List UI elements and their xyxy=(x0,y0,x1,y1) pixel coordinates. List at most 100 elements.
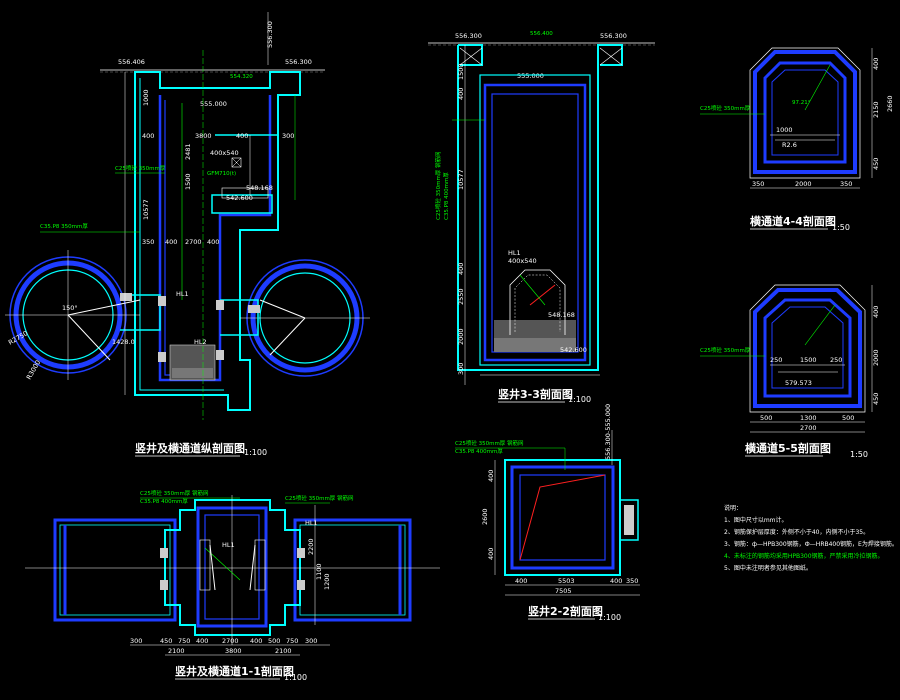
t55-d7: 2000 xyxy=(872,349,880,366)
t55-d5: 1500 xyxy=(800,356,817,364)
t55-lining: C25喷砼 350mm厚 xyxy=(700,346,751,354)
s22-lining: C25喷砼 350mm厚 钢筋网 xyxy=(455,439,524,447)
s33-elev-low: 548.168 xyxy=(548,311,575,319)
ps-d13: 3800 xyxy=(225,647,242,655)
note-2: 2、钢筋保护层厚度：外侧不小于40，内侧不小于35。 xyxy=(724,528,869,536)
t44-d3: 350 xyxy=(840,180,852,188)
ls-bar: 1428.0 xyxy=(112,338,135,346)
s33-elev-right: 556.300 xyxy=(600,32,627,40)
scale-tunnel-5-5: 1:50 xyxy=(850,450,868,459)
ls-hl1: HL1 xyxy=(176,290,189,298)
title-plan-section: 竖井及横通道1-1剖面图 xyxy=(175,664,294,678)
elev-3: 548.168 xyxy=(246,184,273,192)
s22-d3: 400 xyxy=(610,577,622,585)
t55-d1: 500 xyxy=(760,414,772,422)
note-5: 5、图中未注明者参见其他图纸。 xyxy=(724,564,812,572)
ps-d12: 2100 xyxy=(168,647,185,655)
elev-1: 555.000 xyxy=(200,100,227,108)
s33-d6: 2000 xyxy=(457,328,465,345)
s33-hl-size: 400x540 xyxy=(508,257,537,265)
title-shaft-3-3: 竖井3-3剖面图 xyxy=(498,387,573,401)
ls-d12: 2700 xyxy=(185,238,202,246)
scale-tunnel-4-4: 1:50 xyxy=(832,223,850,232)
ls-d8: 1500 xyxy=(184,173,192,190)
s33-lining: C25喷砼 350mm厚 钢筋网 xyxy=(434,151,442,220)
s33-d7: 300 xyxy=(457,363,465,375)
note-1: 1、图中尺寸以mm计。 xyxy=(724,516,788,524)
s33-d1: 1500 xyxy=(457,63,465,80)
s22-elev: 556.300-555.000 xyxy=(604,404,612,460)
tunnel-5-5-view: 250 1500 250 579.573 C25喷砼 350mm厚 500 13… xyxy=(700,284,880,459)
ps-d11: 300 xyxy=(305,637,317,645)
t44-r: R2.6 xyxy=(782,141,797,149)
title-tunnel-5-5: 横通道5-5剖面图 xyxy=(745,441,831,455)
ps-d5: 400 xyxy=(196,637,208,645)
ls-d5b: 400 xyxy=(207,238,219,246)
scale-plan-section: 1:100 xyxy=(284,673,307,682)
t55-d3: 500 xyxy=(842,414,854,422)
ls-hl2: HL2 xyxy=(194,338,207,346)
ls-d6: 300 xyxy=(282,132,294,140)
ls-lining: C25喷砼 350mm厚 xyxy=(115,164,166,172)
s33-elev-b: 542.600 xyxy=(560,346,587,354)
ls-r2: R3000 xyxy=(25,359,42,381)
s22-d1: 400 xyxy=(515,577,527,585)
s33-lining2: C35.P8 400mm厚 xyxy=(443,172,450,220)
s33-d3: 10577 xyxy=(457,169,465,190)
elev-4: 542.600 xyxy=(226,194,253,202)
shaft-3-3-view: 556.300 556.400 556.300 555.000 HL1 400x… xyxy=(428,31,655,404)
notes-header: 说明： xyxy=(724,504,742,512)
t55-d8: 450 xyxy=(872,393,880,405)
elev-top: 556.300 xyxy=(285,58,312,66)
s33-elev-left: 556.300 xyxy=(455,32,482,40)
ps-d2: 450 xyxy=(160,637,172,645)
ps-d8: 500 xyxy=(268,637,280,645)
scale-long-section: 1:100 xyxy=(244,448,267,457)
ps-d16: 1100 xyxy=(315,563,323,580)
ls-pipe: GFM710(t) xyxy=(207,171,236,177)
t44-d5: 2150 xyxy=(872,101,880,118)
t44-d6: 450 xyxy=(872,158,880,170)
elev-ground: 556.406 xyxy=(118,58,145,66)
ls-d1: 1000 xyxy=(142,89,150,106)
s22-d5: 400 xyxy=(487,470,495,482)
ls-lining2: C35.P8 350mm厚 xyxy=(40,223,88,230)
t55-d9: 400 xyxy=(872,306,880,318)
notes-block: 说明： 1、图中尺寸以mm计。 2、钢筋保护层厚度：外侧不小于40，内侧不小于3… xyxy=(724,504,898,572)
s22-d7: 400 xyxy=(487,548,495,560)
elev-2-label: 554.320 xyxy=(230,74,253,80)
ps-d17: 1200 xyxy=(323,573,331,590)
ls-d10: 10577 xyxy=(142,199,150,220)
s33-d2: 400 xyxy=(457,88,465,100)
ls-angle: 150° xyxy=(62,304,78,312)
ps-d7: 400 xyxy=(250,637,262,645)
ps-hl: HL1 xyxy=(222,541,235,549)
t55-d4: 2700 xyxy=(800,424,817,432)
ps-hl2: HL1 xyxy=(305,519,318,527)
ls-d11: 350 xyxy=(142,238,154,246)
title-long-section: 竖井及横通道纵剖面图 xyxy=(135,441,245,455)
s22-lining2: C35.P8 400mm厚 xyxy=(455,448,503,455)
s22-d8: 350 xyxy=(626,577,638,585)
title-shaft-2-2: 竖井2-2剖面图 xyxy=(528,604,603,618)
ls-d3: 400 xyxy=(142,132,154,140)
t44-d2: 2000 xyxy=(795,180,812,188)
ps-lining2: C35.P8 400mm厚 xyxy=(140,498,188,505)
ls-d5: 400 xyxy=(236,132,248,140)
title-tunnel-4-4: 横通道4-4剖面图 xyxy=(750,214,836,228)
t44-w: 1000 xyxy=(776,126,793,134)
ls-d13: 400 xyxy=(165,238,177,246)
ps-lining-r: C25喷砼 350mm厚 钢筋网 xyxy=(285,494,354,502)
note-3: 3、钢筋：ф—HPB300钢筋，Ф—HRB400钢筋，E为焊接钢筋。 xyxy=(724,540,898,548)
ls-d4: 3800 xyxy=(195,132,212,140)
scale-shaft-3-3: 1:100 xyxy=(568,395,591,404)
ps-d1: 300 xyxy=(130,637,142,645)
t44-lining: C25喷砼 350mm厚 xyxy=(700,104,751,112)
s22-d6: 2600 xyxy=(481,508,489,525)
s33-d5: 2550 xyxy=(457,288,465,305)
s33-elev-mid: 556.400 xyxy=(530,31,553,37)
note-4: 4、未标注的钢筋均采用HPB300钢筋，严禁采用冷拉钢筋。 xyxy=(724,552,884,560)
ps-d3: 750 xyxy=(178,637,190,645)
ls-d15: 400x540 xyxy=(210,149,239,157)
